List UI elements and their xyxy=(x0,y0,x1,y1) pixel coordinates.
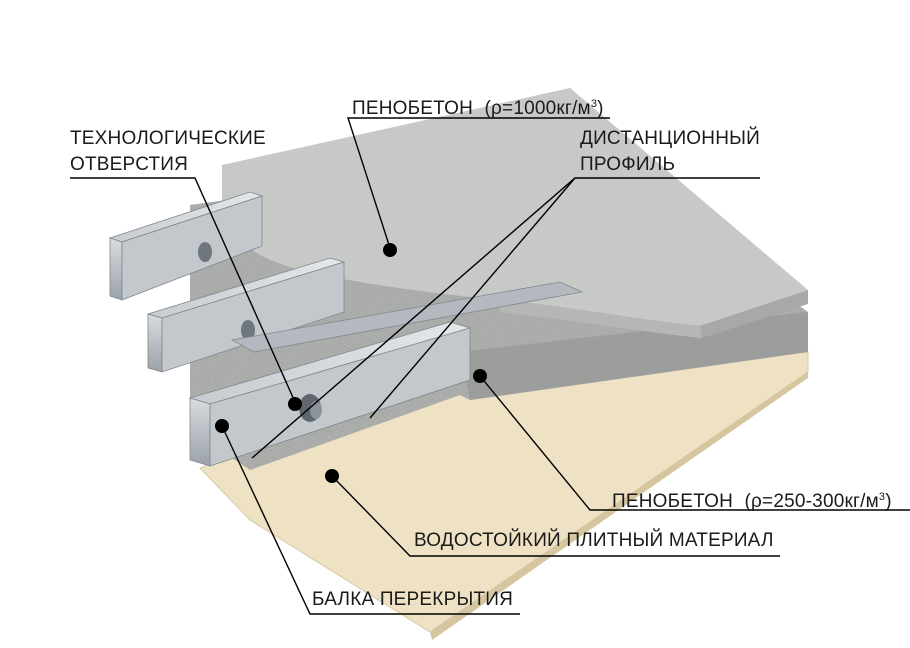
label-spacer-line2: ПРОФИЛЬ xyxy=(580,154,676,175)
floor-beam-3 xyxy=(188,321,472,467)
floor-beam-2 xyxy=(146,257,346,373)
spacer-profile-1 xyxy=(230,281,584,353)
dot-bottom-foam xyxy=(473,369,487,383)
leader-top-foam xyxy=(347,117,610,249)
board-edge xyxy=(430,372,808,640)
dot-tech-holes xyxy=(288,397,302,411)
label-bottom-foam-exp: 3 xyxy=(878,491,886,503)
label-bottom-foam-close: ) xyxy=(885,491,892,512)
floor-beam-1 xyxy=(108,191,264,301)
label-bottom-foam-concrete: ПЕНОБЕТОН (ρ=250-300кг/м3) xyxy=(612,486,892,513)
label-top-foam-close: ) xyxy=(597,98,604,119)
leader-tech-holes xyxy=(70,177,296,403)
label-tech-holes: ТЕХНОЛОГИЧЕСКИЕ ОТВЕРСТИЯ xyxy=(70,126,266,178)
label-floor-beam: БАЛКА ПЕРЕКРЫТИЯ xyxy=(312,589,514,610)
top-foam-concrete-slab xyxy=(222,88,808,338)
leader-bottom-foam xyxy=(479,375,910,511)
label-tech-holes-line1: ТЕХНОЛОГИЧЕСКИЕ xyxy=(70,128,266,149)
label-tech-holes-line2: ОТВЕРСТИЯ xyxy=(70,154,189,175)
dot-board xyxy=(325,469,339,483)
label-top-foam-concrete: ПЕНОБЕТОН (ρ=1000кг/м3) xyxy=(352,93,604,120)
label-bottom-foam-name: ПЕНОБЕТОН xyxy=(612,491,734,512)
leader-spacer-b xyxy=(369,177,576,419)
label-top-foam-exp: 3 xyxy=(590,98,598,110)
label-spacer-profile: ДИСТАНЦИОННЫЙ ПРОФИЛЬ xyxy=(580,126,760,178)
label-top-foam-name: ПЕНОБЕТОН xyxy=(352,98,474,119)
dot-top-foam xyxy=(383,243,397,257)
leader-beam xyxy=(221,425,520,615)
label-bottom-foam-density: (ρ=250-300кг/м xyxy=(744,491,879,512)
label-top-foam-density: (ρ=1000кг/м xyxy=(484,98,591,119)
dot-beam xyxy=(215,419,229,433)
leader-board xyxy=(331,475,780,557)
label-board-material: ВОДОСТОЙКИЙ ПЛИТНЫЙ МАТЕРИАЛ xyxy=(414,530,774,551)
label-spacer-line1: ДИСТАНЦИОННЫЙ xyxy=(580,128,760,149)
leader-dots xyxy=(215,243,487,483)
leader-lines xyxy=(70,117,910,615)
